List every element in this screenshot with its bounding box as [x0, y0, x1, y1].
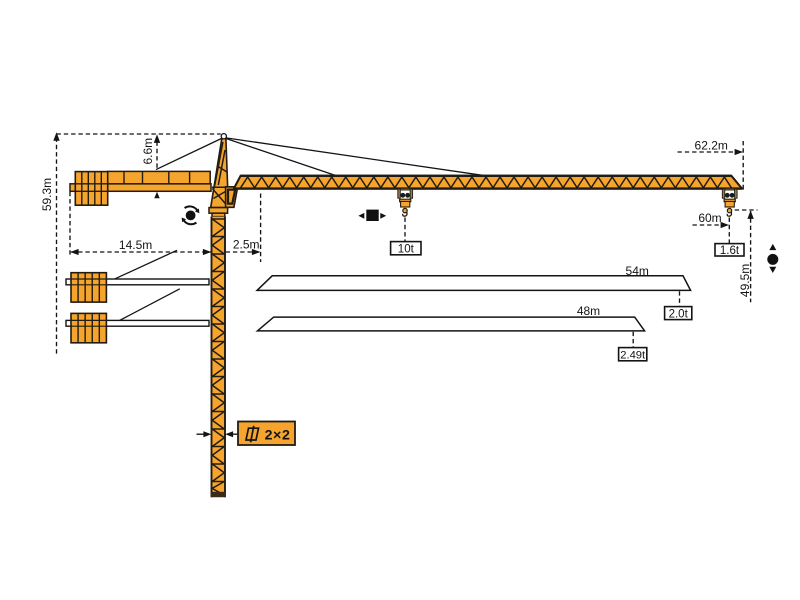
svg-text:14.5m: 14.5m	[119, 238, 152, 252]
svg-text:10t: 10t	[398, 243, 415, 255]
svg-text:2.5m: 2.5m	[233, 237, 260, 251]
svg-text:6.6m: 6.6m	[141, 138, 155, 165]
svg-text:54m: 54m	[626, 264, 649, 278]
svg-text:2.0t: 2.0t	[669, 308, 689, 320]
svg-text:59.3m: 59.3m	[40, 178, 54, 211]
svg-text:2×2: 2×2	[265, 428, 291, 444]
svg-text:49.5m: 49.5m	[738, 264, 752, 297]
svg-text:48m: 48m	[577, 304, 600, 318]
svg-text:1.6t: 1.6t	[720, 245, 740, 257]
svg-text:62.2m: 62.2m	[695, 138, 728, 152]
svg-text:2.49t: 2.49t	[620, 349, 646, 361]
svg-text:60m: 60m	[698, 211, 721, 225]
